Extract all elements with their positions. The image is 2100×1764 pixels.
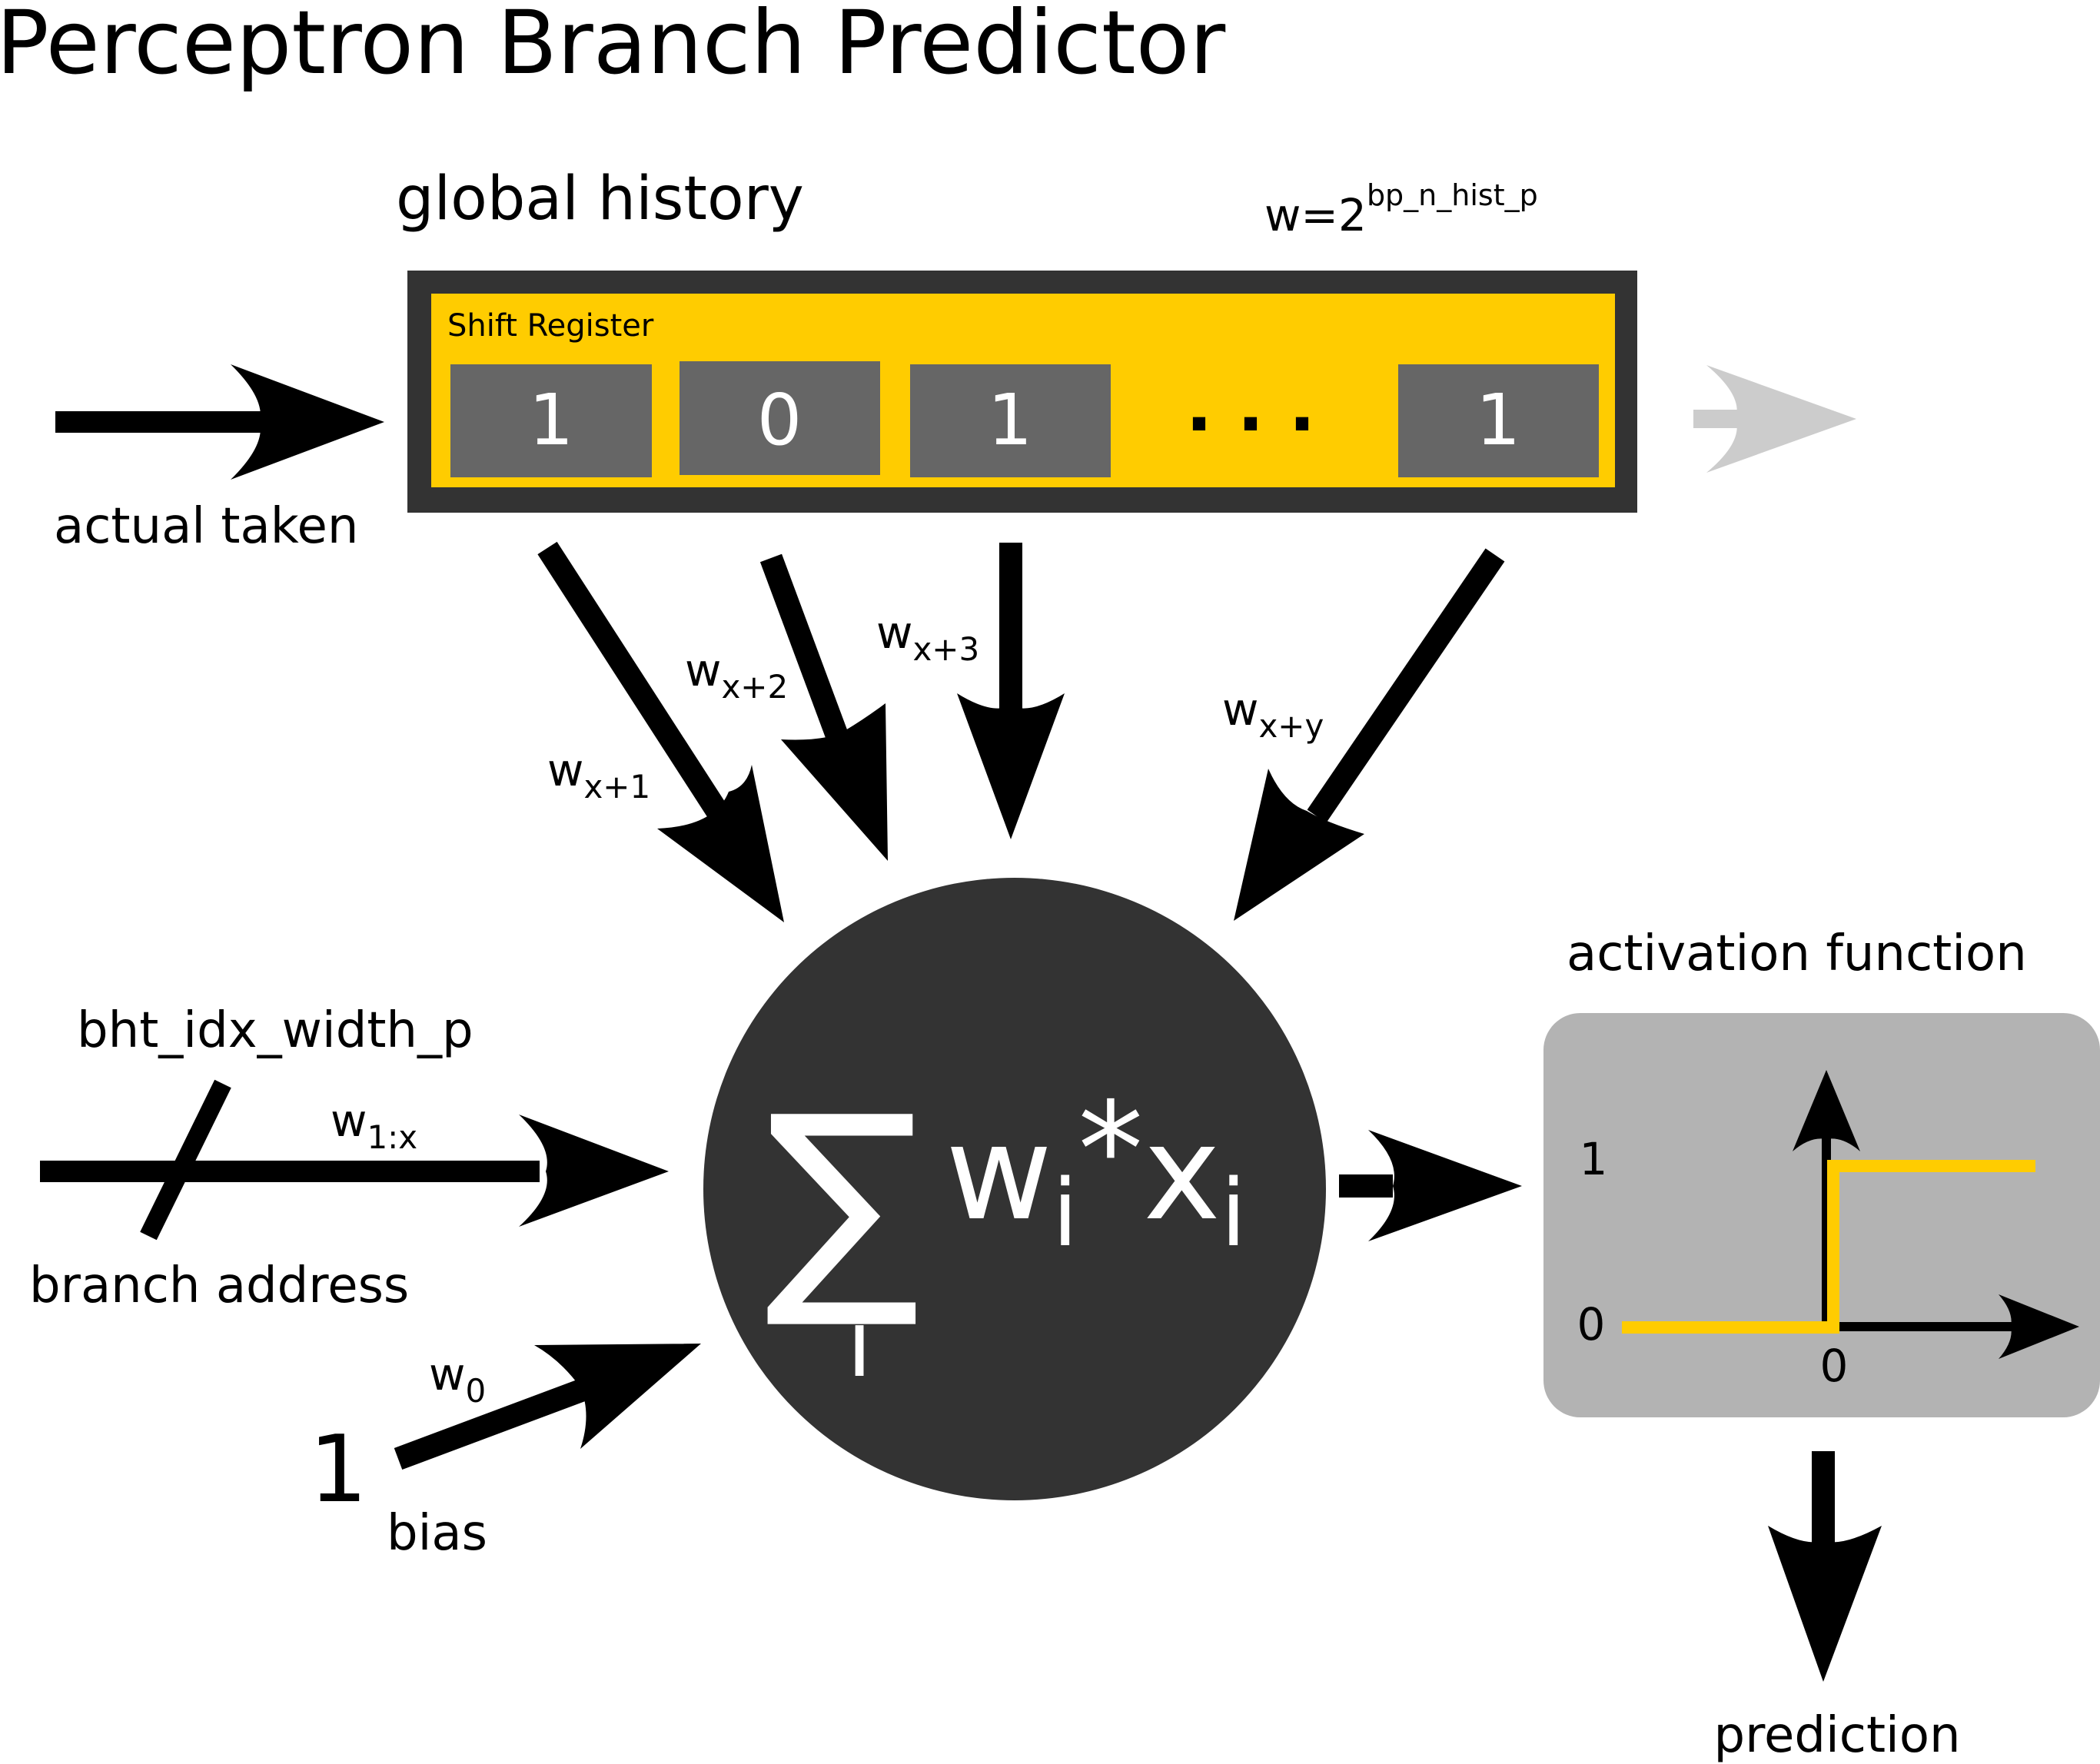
weight-label-x1: wx+1: [547, 744, 650, 806]
neuron-formula: wi*xi: [945, 1075, 1246, 1267]
neuron-circle: [703, 878, 1326, 1500]
weight-arrow-x3: [957, 543, 1065, 839]
history-cell-3: [910, 364, 1111, 477]
shift-register: Shift Register 1 0 1 . . . 1: [407, 271, 1637, 513]
shift-out-arrow: [1693, 365, 1856, 473]
weight-arrow-xy: [1234, 548, 1505, 921]
history-cell-2: [680, 361, 880, 475]
actual-taken-arrow: [55, 364, 384, 480]
branch-address-label: branch address: [29, 1257, 409, 1314]
bias-arrow: [394, 1344, 701, 1470]
prediction-arrow: [1768, 1451, 1882, 1682]
weight-arrow-x1: [537, 541, 784, 922]
history-ellipsis: . . .: [1186, 365, 1316, 447]
neuron-index: i: [846, 1291, 872, 1398]
global-history-label: global history: [396, 164, 804, 234]
activation-y-tick-1: 1: [1580, 1133, 1608, 1185]
weight-label-x3: wx+3: [876, 606, 979, 668]
weight-arrow-x2: [759, 553, 888, 861]
page-title: Perceptron Branch Predictor: [0, 0, 1225, 94]
neuron-sigma: ∑: [765, 1066, 920, 1334]
activation-label: activation function: [1567, 925, 2027, 982]
history-width-exponent: bp_n_hist_p: [1367, 178, 1538, 212]
history-width-label: w=2bp_n_hist_p: [1264, 178, 1538, 241]
activation-step-line: [1622, 1160, 2035, 1334]
weight-label-xy: wx+y: [1222, 683, 1324, 745]
weight-label-0: w0: [429, 1348, 486, 1410]
bias-value: 1: [309, 1417, 367, 1523]
history-cell-n: [1398, 364, 1599, 477]
branch-address-arrow: [40, 1079, 669, 1241]
branch-width-label: bht_idx_width_p: [77, 1002, 473, 1059]
weight-label-x2: wx+2: [685, 644, 788, 706]
bias-label: bias: [387, 1505, 487, 1562]
history-cell-1-value: 1: [529, 379, 574, 461]
actual-taken-label: actual taken: [54, 498, 358, 555]
activation-x-tick-0: 0: [1820, 1340, 1849, 1392]
weight-label-1x: w1:x: [331, 1095, 417, 1156]
history-cell-2-value: 0: [757, 379, 802, 461]
prediction-label: prediction: [1713, 1707, 1960, 1764]
activation-y-tick-0: 0: [1577, 1298, 1606, 1350]
shift-register-label: Shift Register: [447, 308, 654, 344]
history-cell-1: [450, 364, 652, 477]
sum-output-arrow: [1339, 1130, 1522, 1241]
history-cell-n-value: 1: [1476, 379, 1521, 461]
history-cell-3-value: 1: [988, 379, 1033, 461]
